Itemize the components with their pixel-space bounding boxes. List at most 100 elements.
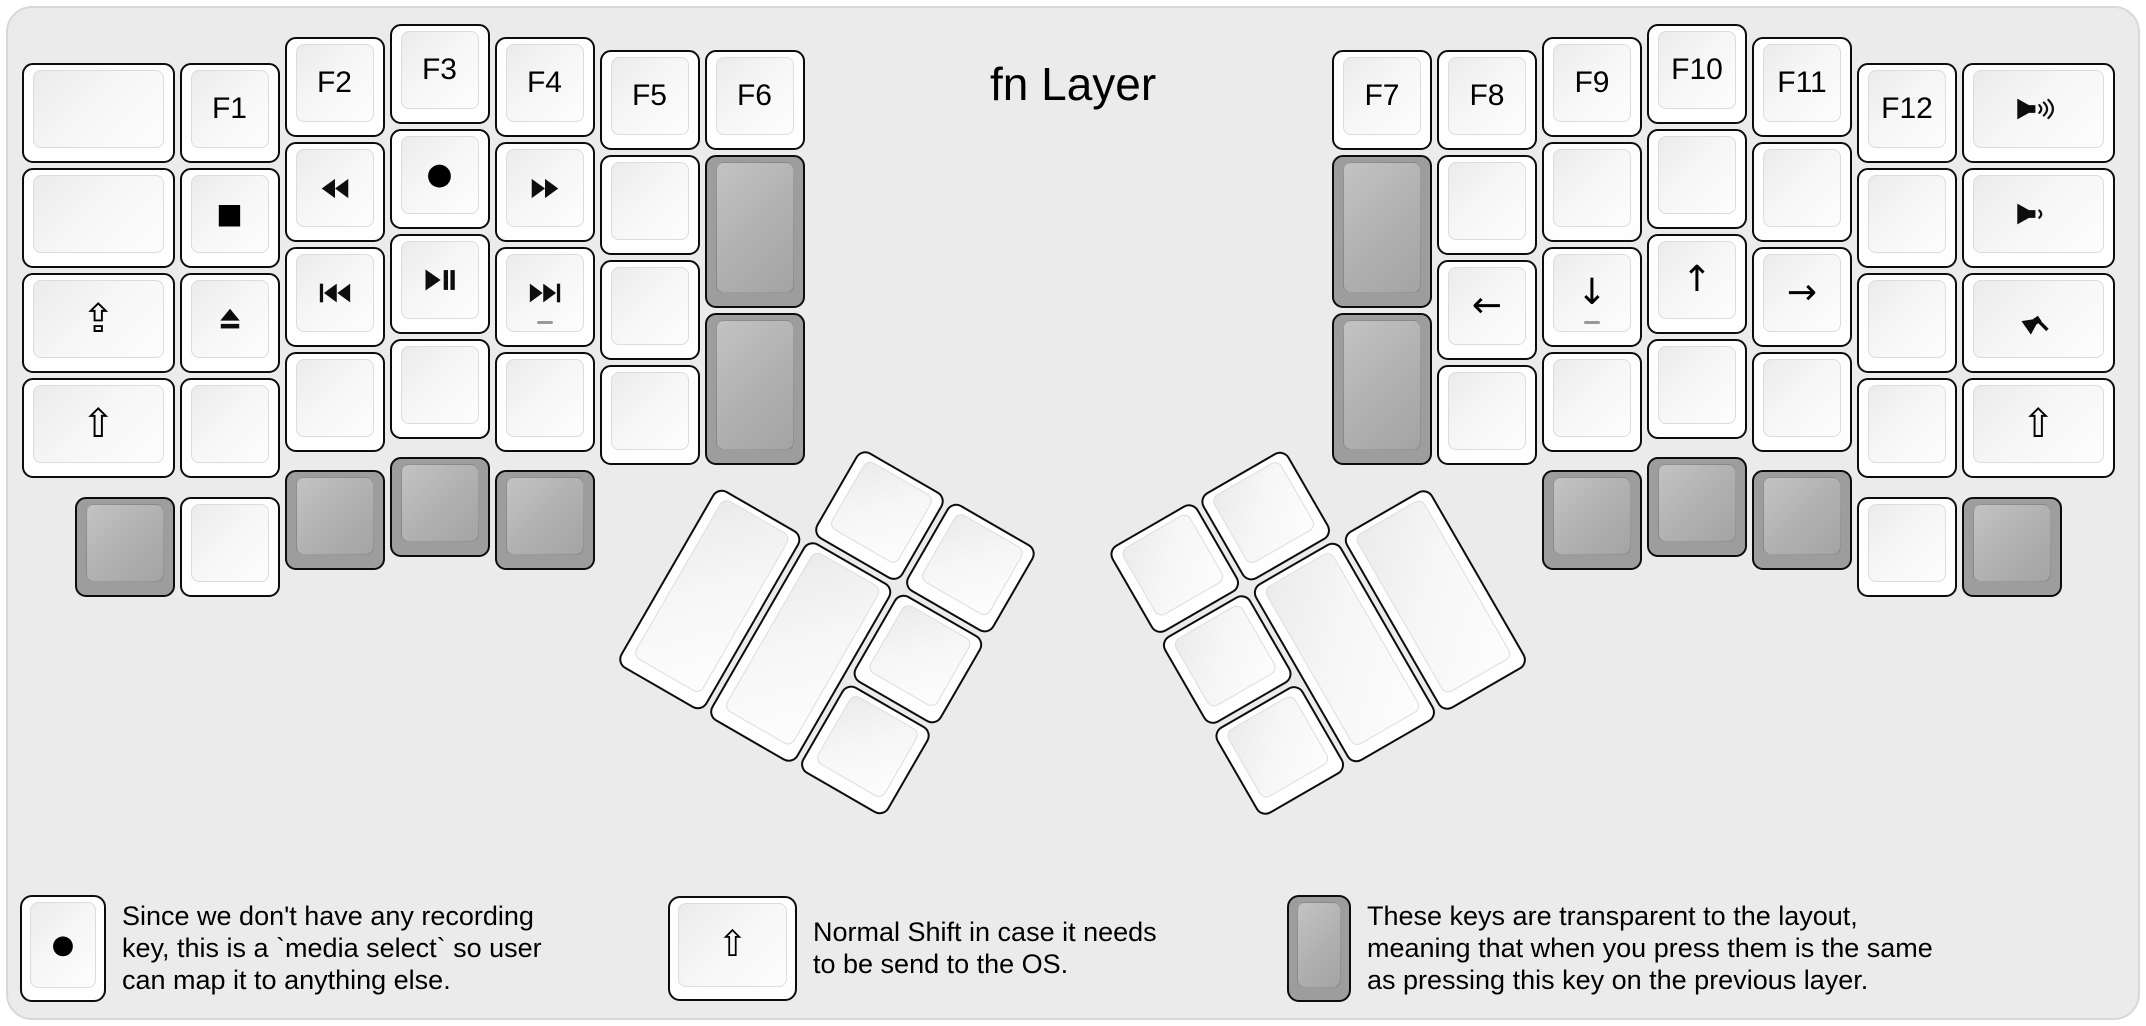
legend-text-transparent: These keys are transparent to the layout…	[1367, 901, 1933, 995]
record-icon: ●	[51, 929, 75, 960]
right-arrow-icon: →	[1786, 272, 1818, 314]
key-transparent	[1752, 470, 1852, 571]
key-blank	[179, 496, 280, 597]
key-blank	[22, 168, 175, 269]
key-blank	[22, 63, 175, 164]
key-blank	[1542, 142, 1642, 243]
volume-down-icon	[2016, 197, 2060, 231]
key-left-arrow: ←	[1437, 260, 1537, 361]
key-f6: F6	[704, 50, 805, 151]
key-transparent	[284, 470, 385, 571]
legend-text-normal-shift: Normal Shift in case it needs to be send…	[813, 917, 1157, 979]
key-mute	[1962, 273, 2115, 374]
key-blank	[1542, 352, 1642, 453]
legend-shift-key: ⇧	[668, 895, 797, 1001]
key-blank	[1857, 496, 1957, 597]
shift-icon: ⇧	[717, 923, 748, 965]
key-label: F7	[1364, 79, 1400, 113]
shift-icon: ⇧	[2021, 401, 2055, 448]
key-volume-down	[1962, 168, 2115, 269]
key-f3: F3	[389, 24, 490, 124]
key-f8: F8	[1437, 50, 1537, 151]
key-blank	[599, 365, 700, 466]
key-down-arrow: ↓	[1542, 247, 1642, 348]
key-blank	[599, 260, 700, 361]
layer-title: fn Layer	[990, 58, 1157, 110]
key-transparent	[1542, 470, 1642, 571]
mute-icon	[2019, 302, 2057, 336]
key-label: F3	[421, 53, 457, 86]
key-rewind	[284, 142, 385, 243]
key-shift: ⇧	[1962, 378, 2115, 479]
key-transparent	[704, 312, 805, 466]
legend: ● Since we don't have any recording key,…	[0, 888, 2146, 1010]
key-caps-lock: ⇪	[22, 273, 175, 374]
play-pause-icon	[423, 266, 456, 294]
key-label: F2	[316, 66, 352, 100]
key-blank	[1437, 365, 1537, 466]
key-blank	[179, 378, 280, 479]
key-label: F5	[631, 79, 667, 113]
legend-record-key: ●	[20, 894, 106, 1002]
key-label: F8	[1469, 79, 1505, 113]
key-blank	[1752, 352, 1852, 453]
down-arrow-icon: ↓	[1576, 272, 1608, 314]
shift-icon: ⇧	[81, 401, 115, 448]
legend-item-media-select: ● Since we don't have any recording key,…	[20, 888, 542, 1008]
key-blank	[1857, 168, 1957, 269]
key-next-track	[494, 247, 595, 348]
next-track-icon	[528, 279, 562, 307]
key-transparent	[1332, 155, 1432, 308]
key-label: F6	[736, 79, 772, 113]
key-up-arrow: ↑	[1647, 234, 1747, 334]
key-label: F4	[526, 66, 562, 100]
key-blank	[389, 339, 490, 439]
key-f7: F7	[1332, 50, 1432, 151]
legend-text-media-select: Since we don't have any recording key, t…	[122, 901, 542, 995]
key-label: F1	[211, 92, 247, 126]
key-f2: F2	[284, 37, 385, 138]
caps-lock-icon: ⇪	[81, 296, 115, 343]
key-transparent	[1962, 496, 2062, 597]
key-label: F9	[1574, 66, 1610, 100]
legend-item-normal-shift: ⇧ Normal Shift in case it needs to be se…	[668, 888, 1157, 1008]
key-f10: F10	[1647, 24, 1747, 124]
key-right-arrow: →	[1752, 247, 1852, 348]
key-blank	[599, 155, 700, 256]
key-eject	[179, 273, 280, 374]
legend-transparent-key	[1287, 894, 1351, 1002]
prev-track-icon	[318, 279, 352, 307]
key-fast-forward	[494, 142, 595, 243]
legend-item-transparent: These keys are transparent to the layout…	[1287, 888, 1933, 1008]
key-record: ●	[389, 129, 490, 229]
key-label: F10	[1671, 53, 1723, 86]
key-blank	[1647, 339, 1747, 439]
key-prev-track	[284, 247, 385, 348]
key-transparent	[74, 496, 175, 597]
key-label: F12	[1881, 92, 1933, 126]
key-blank	[1647, 129, 1747, 229]
key-label: F11	[1777, 66, 1827, 100]
key-blank	[1857, 273, 1957, 374]
homing-bar	[536, 321, 553, 325]
key-blank	[494, 352, 595, 453]
key-transparent	[1332, 312, 1432, 466]
key-transparent	[1647, 457, 1747, 558]
key-play-pause	[389, 234, 490, 334]
key-f4: F4	[494, 37, 595, 138]
volume-up-icon	[2016, 92, 2060, 126]
left-arrow-icon: ←	[1471, 285, 1503, 327]
up-arrow-icon: ↑	[1681, 259, 1713, 300]
key-f12: F12	[1857, 63, 1957, 164]
fast-forward-icon	[529, 174, 561, 203]
key-transparent	[494, 470, 595, 571]
rewind-icon	[319, 174, 351, 203]
key-stop: ■	[179, 168, 280, 269]
homing-bar	[1584, 321, 1600, 325]
key-f11: F11	[1752, 37, 1852, 138]
key-blank	[1752, 142, 1852, 243]
key-blank	[1437, 155, 1537, 256]
record-icon: ●	[426, 157, 453, 192]
key-f5: F5	[599, 50, 700, 151]
